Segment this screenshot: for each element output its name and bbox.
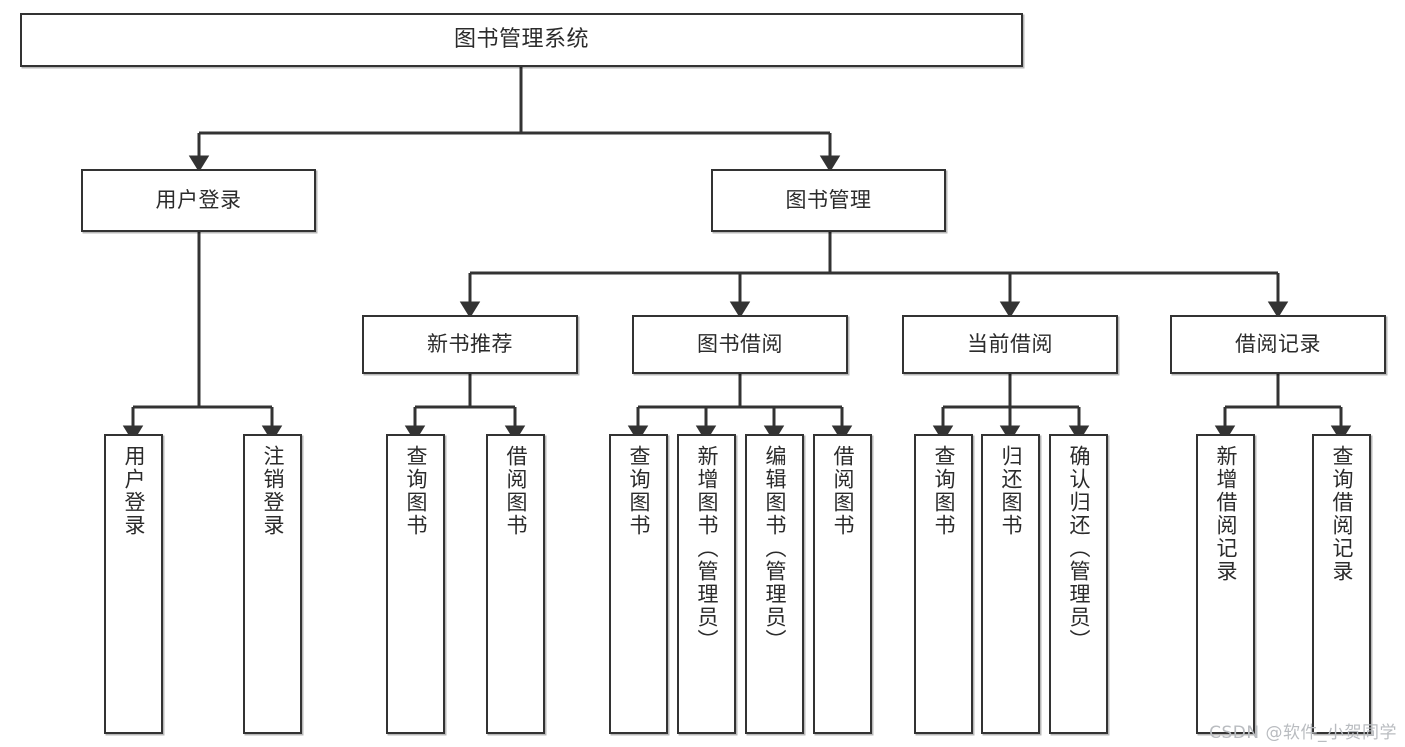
node-label: 确认归还（管理员） bbox=[1067, 445, 1091, 652]
node-user-login[interactable]: 用户登录 bbox=[81, 169, 316, 232]
leaf-record-query-record[interactable]: 查询借阅记录 bbox=[1312, 434, 1371, 734]
node-label: 图书管理 bbox=[785, 188, 872, 213]
node-label: 借阅记录 bbox=[1235, 332, 1321, 357]
node-label: 注销登录 bbox=[261, 445, 285, 537]
node-label: 归还图书 bbox=[999, 445, 1023, 537]
node-label: 新增借阅记录 bbox=[1214, 445, 1238, 583]
node-label: 查询图书 bbox=[627, 445, 651, 537]
node-label: 用户登录 bbox=[122, 445, 146, 537]
leaf-recommend-query-book[interactable]: 查询图书 bbox=[386, 434, 445, 734]
node-label: 编辑图书（管理员） bbox=[763, 445, 787, 652]
node-label: 查询借阅记录 bbox=[1330, 445, 1354, 583]
node-label: 查询图书 bbox=[404, 445, 428, 537]
node-label: 图书借阅 bbox=[697, 332, 783, 357]
node-label: 新书推荐 bbox=[427, 332, 513, 357]
node-label: 用户登录 bbox=[155, 188, 242, 213]
node-current-borrow[interactable]: 当前借阅 bbox=[902, 315, 1118, 374]
node-root-system[interactable]: 图书管理系统 bbox=[20, 13, 1023, 67]
leaf-current-confirm-return-admin[interactable]: 确认归还（管理员） bbox=[1049, 434, 1108, 734]
node-label: 当前借阅 bbox=[967, 332, 1053, 357]
watermark: CSDN @软件_小贺同学 bbox=[1209, 723, 1397, 743]
leaf-recommend-borrow-book[interactable]: 借阅图书 bbox=[486, 434, 545, 734]
node-label: 借阅图书 bbox=[504, 445, 528, 537]
node-new-book-recommend[interactable]: 新书推荐 bbox=[362, 315, 578, 374]
node-label: 借阅图书 bbox=[831, 445, 855, 537]
leaf-borrow-edit-book-admin[interactable]: 编辑图书（管理员） bbox=[745, 434, 804, 734]
node-label: 查询图书 bbox=[932, 445, 956, 537]
leaf-record-add-record[interactable]: 新增借阅记录 bbox=[1196, 434, 1255, 734]
leaf-user-login-signin[interactable]: 用户登录 bbox=[104, 434, 163, 734]
leaf-current-query-book[interactable]: 查询图书 bbox=[914, 434, 973, 734]
leaf-borrow-add-book-admin[interactable]: 新增图书（管理员） bbox=[677, 434, 736, 734]
node-label: 图书管理系统 bbox=[453, 27, 589, 53]
leaf-borrow-borrow-book[interactable]: 借阅图书 bbox=[813, 434, 872, 734]
node-book-management[interactable]: 图书管理 bbox=[711, 169, 946, 232]
leaf-user-login-signout[interactable]: 注销登录 bbox=[243, 434, 302, 734]
node-borrow-record[interactable]: 借阅记录 bbox=[1170, 315, 1386, 374]
leaf-borrow-query-book[interactable]: 查询图书 bbox=[609, 434, 668, 734]
leaf-current-return-book[interactable]: 归还图书 bbox=[981, 434, 1040, 734]
node-label: 新增图书（管理员） bbox=[695, 445, 719, 652]
node-book-borrow[interactable]: 图书借阅 bbox=[632, 315, 848, 374]
